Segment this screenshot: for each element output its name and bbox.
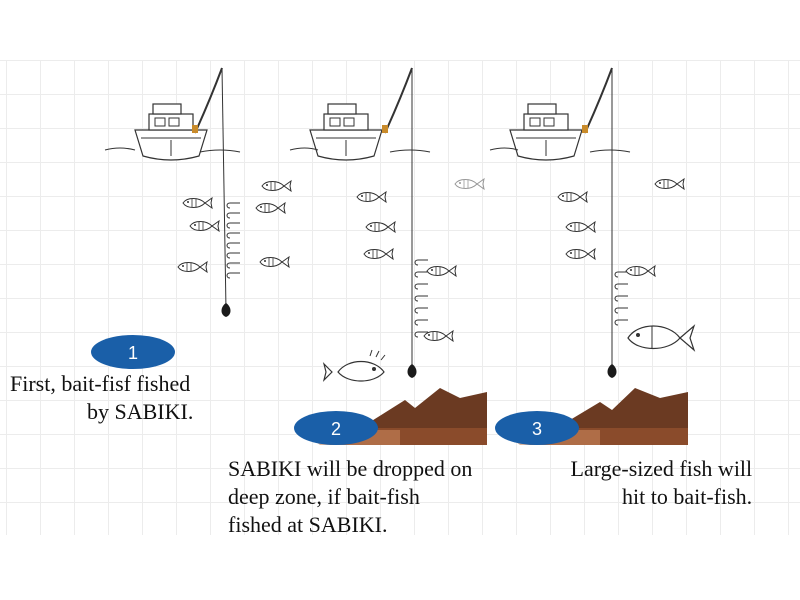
large-fish-2	[322, 349, 386, 382]
step-3-caption: Large-sized fish will hit to bait-fish.	[570, 456, 753, 509]
step-1-caption: First, bait-fisf fished by SABIKI.	[10, 371, 194, 424]
step-badge-3: 3	[495, 411, 579, 445]
svg-text:1: 1	[128, 343, 138, 363]
sinker-1	[221, 303, 231, 317]
svg-text:3: 3	[532, 419, 542, 439]
boat-3	[509, 103, 583, 161]
panel-2: 2	[289, 67, 487, 445]
large-fish-3	[627, 324, 696, 352]
water-surface-2	[289, 147, 431, 153]
panel-3: 3	[489, 67, 696, 445]
rod-1	[192, 67, 227, 311]
sabiki-rig-3	[614, 271, 629, 326]
boat-2	[309, 103, 383, 161]
step-badge-1: 1	[91, 335, 175, 369]
sabiki-rig-2	[414, 259, 429, 338]
water-surface-1	[104, 147, 241, 153]
sabiki-rig-1	[226, 202, 241, 279]
bait-fish-3	[557, 178, 685, 277]
rod-2	[382, 67, 413, 368]
bait-fish-1	[177, 180, 292, 273]
water-surface-3	[489, 147, 631, 153]
svg-text:2: 2	[331, 419, 341, 439]
top-margin	[0, 0, 800, 60]
bottom-margin	[0, 535, 800, 600]
rod-3	[582, 67, 613, 368]
sinker-3	[607, 364, 617, 378]
step-2-caption: SABIKI will be dropped on deep zone, if …	[228, 456, 473, 537]
sinker-2	[407, 364, 417, 378]
panel-1: 1	[91, 67, 292, 369]
step-badge-2: 2	[294, 411, 378, 445]
